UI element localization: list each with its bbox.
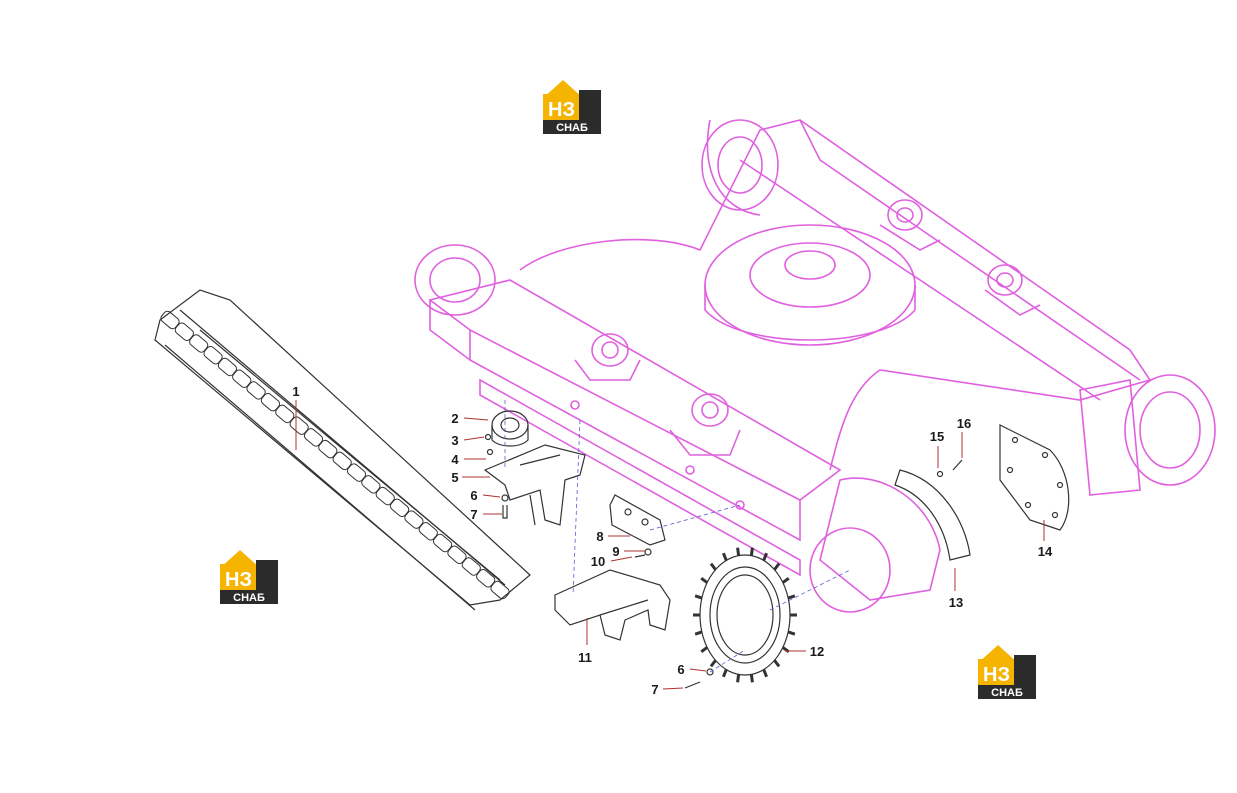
- motor-cover: [894, 469, 971, 561]
- sprocket-tooth: [773, 659, 781, 668]
- track-link: [447, 545, 467, 565]
- fasteners: [484, 433, 963, 689]
- callout-10: 10: [591, 554, 605, 569]
- sprocket-tooth: [749, 547, 754, 556]
- callout-13: 13: [949, 595, 963, 610]
- parts-group: [483, 410, 1070, 689]
- sprocket: [699, 554, 791, 676]
- sprocket-tooth: [762, 669, 768, 678]
- callout-7: 7: [470, 507, 477, 522]
- watermark-logo-right: НЗ СНАБ: [978, 645, 1036, 699]
- sprocket-teeth: [693, 547, 797, 683]
- track-links: [160, 310, 510, 600]
- logo-caption: СНАБ: [556, 122, 588, 134]
- track-link: [217, 357, 238, 377]
- sprocket-tooth: [694, 630, 703, 636]
- sprocket-tooth: [762, 552, 768, 561]
- callout-8: 8: [596, 529, 603, 544]
- callout-6-lower: 6: [677, 662, 684, 677]
- sprocket-tooth: [787, 594, 796, 600]
- logo-letters: НЗ: [225, 569, 252, 591]
- track-link: [432, 533, 453, 553]
- sprocket-tooth: [694, 594, 703, 600]
- track-link: [203, 345, 223, 365]
- callout-5: 5: [451, 470, 458, 485]
- track-roller-part: [491, 410, 529, 447]
- leader-lines: [295, 400, 1045, 690]
- track-link: [174, 322, 194, 341]
- logo-letters: НЗ: [548, 99, 575, 121]
- track-link: [389, 498, 410, 518]
- callout-1: 1: [292, 384, 299, 399]
- sprocket-tooth: [709, 562, 717, 571]
- track-link: [189, 334, 209, 353]
- track-link: [418, 522, 438, 541]
- sprocket-tooth: [722, 552, 728, 561]
- track-link: [289, 416, 309, 435]
- track-link: [332, 451, 352, 471]
- callout-labels: 1 2 3 4 5 6 7 8 9 10 11 12 6 7 13 14 15 …: [292, 384, 1053, 697]
- callout-2: 2: [451, 411, 458, 426]
- callout-16: 16: [957, 416, 971, 431]
- sprocket-tooth: [749, 674, 754, 683]
- sprocket-tooth: [781, 577, 790, 584]
- track-link: [260, 392, 281, 412]
- track-link: [275, 404, 295, 424]
- callout-6: 6: [470, 488, 477, 503]
- callout-15: 15: [930, 429, 944, 444]
- sprocket-tooth: [709, 659, 717, 668]
- logo-letters: НЗ: [983, 664, 1010, 686]
- sprocket-tooth: [736, 547, 741, 556]
- roller-bracket: [609, 494, 666, 546]
- track-link: [303, 428, 324, 447]
- track-link: [404, 510, 424, 529]
- track-link: [461, 557, 481, 576]
- track-link: [232, 369, 252, 388]
- track-link: [318, 439, 338, 459]
- track-link: [361, 475, 381, 494]
- track-link: [490, 580, 510, 600]
- sprocket-tooth: [773, 562, 781, 571]
- watermark-logo-top: НЗ СНАБ: [543, 80, 601, 134]
- callout-7-lower: 7: [651, 682, 658, 697]
- logo-caption: СНАБ: [233, 592, 265, 604]
- track-link: [476, 569, 496, 588]
- sprocket-tooth: [700, 646, 709, 653]
- callout-4: 4: [451, 452, 459, 467]
- callout-11: 11: [578, 650, 592, 665]
- sprocket-tooth: [722, 669, 728, 678]
- track-chain: [154, 289, 531, 611]
- track-link: [246, 381, 266, 400]
- sprocket-tooth: [736, 674, 741, 683]
- track-link: [375, 486, 395, 506]
- track-link: [346, 463, 367, 482]
- side-cover-plate: [999, 424, 1070, 531]
- track-guard-lower: [554, 569, 671, 641]
- watermark-logo-left: НЗ СНАБ: [220, 550, 278, 604]
- logo-caption: СНАБ: [991, 687, 1023, 699]
- callout-12: 12: [810, 644, 824, 659]
- callout-3: 3: [451, 433, 458, 448]
- track-link: [160, 310, 180, 330]
- callout-9: 9: [612, 544, 619, 559]
- assembly-guide-lines: [504, 400, 851, 673]
- track-guard-upper: [483, 444, 586, 526]
- track-frame-assembly: [414, 119, 1216, 613]
- sprocket-tooth: [787, 630, 796, 636]
- callout-14: 14: [1038, 544, 1053, 559]
- sprocket-tooth: [700, 577, 709, 584]
